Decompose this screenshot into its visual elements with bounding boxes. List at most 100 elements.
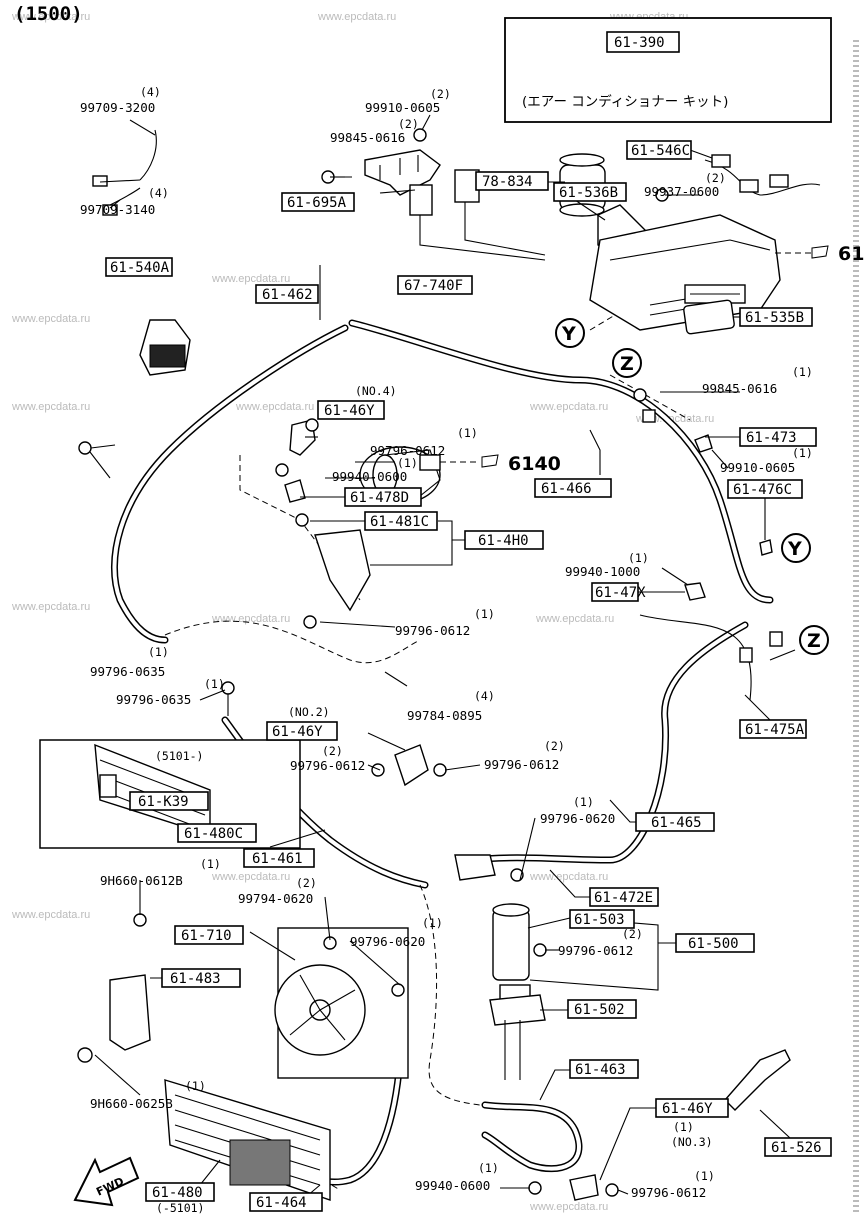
- qty-label: (NO.3): [671, 1135, 713, 1149]
- part-number: 99796-0620: [350, 934, 425, 949]
- marker-y: Y: [561, 323, 576, 345]
- part-sketches: [77, 128, 821, 1201]
- qty-label: (NO.2): [288, 705, 330, 719]
- qty-label: (1): [628, 551, 649, 565]
- part-label: 61-472E: [594, 890, 653, 906]
- part-label: 61-478D: [350, 490, 409, 506]
- part-number: 99940-0600: [415, 1178, 490, 1193]
- qty-label: (1): [792, 446, 813, 460]
- part-number: 99796-0620: [540, 811, 615, 826]
- markers: Y Z Y Z: [555, 318, 829, 655]
- part-label: 61-480: [152, 1185, 203, 1201]
- assembly-6150: 6150: [838, 243, 864, 265]
- inset-box: (5101-) 61-K39 61-480C: [39, 739, 301, 849]
- part-number: 9H660-0612B: [100, 873, 183, 888]
- watermark: www.epcdata.ru: [529, 871, 608, 883]
- inset-note: (5101-): [155, 749, 203, 763]
- assembly-6140: 6140: [508, 453, 561, 475]
- watermark: www.epcdata.ru: [235, 401, 314, 413]
- part-label: 61-4H0: [478, 533, 529, 549]
- part-boxes: 61-546C 78-834 61-536B 61-695A 67-740F 6…: [105, 140, 832, 1212]
- qty-label: (1): [200, 857, 221, 871]
- qty-label: (4): [148, 186, 169, 200]
- watermark: www.epcdata.ru: [535, 613, 614, 625]
- qty-label: (NO.4): [355, 384, 397, 398]
- qty-label: (1): [694, 1169, 715, 1183]
- part-number: 99709-3200: [80, 100, 155, 115]
- qty-label: (1): [397, 456, 418, 470]
- kit-description: (エアー コンディショナー キット): [522, 93, 728, 110]
- part-label: 61-503: [574, 912, 625, 928]
- watermark: www.epcdata.ru: [529, 1201, 608, 1213]
- part-label: 61-46Y: [272, 724, 323, 740]
- part-label: 61-695A: [287, 195, 347, 211]
- part-number: 99910-0605: [365, 100, 440, 115]
- part-label: 61-710: [181, 928, 232, 944]
- part-number: 99910-0605: [720, 460, 795, 475]
- part-label: 61-540A: [110, 260, 170, 276]
- part-number: 99784-0895: [407, 708, 482, 723]
- qty-label: (2): [544, 739, 565, 753]
- qty-label: (2): [622, 927, 643, 941]
- qty-label: (2): [296, 876, 317, 890]
- marker-y: Y: [787, 538, 802, 560]
- marker-z: Z: [807, 630, 821, 652]
- qty-label: (1): [573, 795, 594, 809]
- watermark: www.epcdata.ru: [211, 273, 290, 285]
- part-label: 61-473: [746, 430, 797, 446]
- part-label: 61-464: [256, 1195, 307, 1211]
- qty-label: (1): [474, 607, 495, 621]
- part-number: 99796-0612: [484, 757, 559, 772]
- part-label: 78-834: [482, 174, 533, 190]
- part-number: 99796-0612: [395, 623, 470, 638]
- part-label: 61-465: [651, 815, 702, 831]
- qty-label: (1): [673, 1120, 694, 1134]
- qty-label: (1): [792, 365, 813, 379]
- qty-label: (4): [140, 85, 161, 99]
- part-number: 99796-0635: [90, 664, 165, 679]
- part-label: 61-480C: [184, 826, 243, 842]
- assemblies: 6150 6140: [440, 243, 864, 475]
- qty-label: (2): [430, 87, 451, 101]
- qty-label: (2): [398, 117, 419, 131]
- qty-label: (1): [422, 916, 443, 930]
- watermark: www.epcdata.ru: [11, 601, 90, 613]
- part-label: 61-462: [262, 287, 313, 303]
- hardware-labels: (4) 99709-3200 (4) 99709-3140 (2) 99910-…: [80, 85, 813, 1214]
- part-label: 61-546C: [631, 143, 690, 159]
- part-label: 61-500: [688, 936, 739, 952]
- part-number: 99845-0616: [330, 130, 405, 145]
- watermark: www.epcdata.ru: [211, 871, 290, 883]
- page-title: (1500): [14, 3, 83, 25]
- part-number: 99709-3140: [80, 202, 155, 217]
- part-label: 61-476C: [733, 482, 792, 498]
- kit-box: 61-390 (エアー コンディショナー キット): [504, 17, 832, 123]
- part-number: 99796-0612: [558, 943, 633, 958]
- part-label: 61-461: [252, 851, 303, 867]
- part-number: 99796-0635: [116, 692, 191, 707]
- part-number: 99940-0600: [332, 469, 407, 484]
- part-number: 99937-0600: [644, 184, 719, 199]
- watermark: www.epcdata.ru: [317, 11, 396, 23]
- part-label: 61-481C: [370, 514, 429, 530]
- watermark: www.epcdata.ru: [11, 11, 90, 23]
- part-label: 61-502: [574, 1002, 625, 1018]
- watermark: www.epcdata.ru: [529, 401, 608, 413]
- qty-label: (1): [457, 426, 478, 440]
- part-label: 67-740F: [404, 278, 463, 294]
- qty-label: (1): [204, 677, 225, 691]
- part-label: 61-46Y: [662, 1101, 713, 1117]
- part-label: 61-475A: [745, 722, 805, 738]
- watermark: www.epcdata.ru: [11, 909, 90, 921]
- part-number: 99796-0612: [631, 1185, 706, 1200]
- part-label: 61-47X: [595, 585, 646, 601]
- marker-z: Z: [620, 353, 634, 375]
- qty-label: (2): [705, 171, 726, 185]
- part-number: 99794-0620: [238, 891, 313, 906]
- part-label: 61-46Y: [324, 403, 375, 419]
- part-number: 99845-0616: [702, 381, 777, 396]
- fwd-arrow: FWD: [73, 1156, 140, 1207]
- watermark: www.epcdata.ru: [11, 401, 90, 413]
- part-label: 61-463: [575, 1062, 626, 1078]
- part-label: 61-535B: [745, 310, 804, 326]
